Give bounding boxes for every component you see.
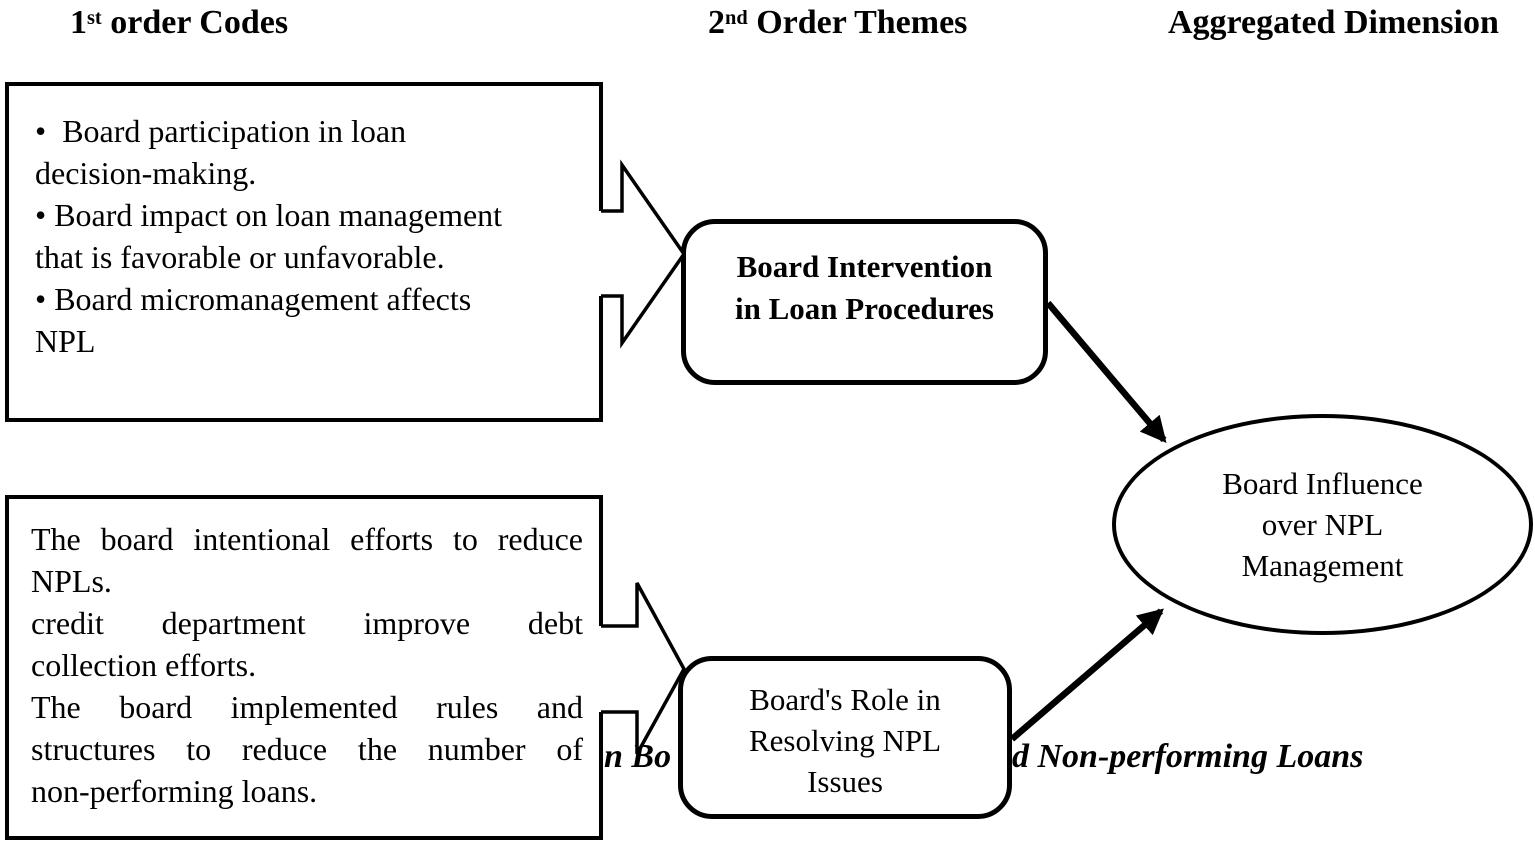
header-second-order-rest: Order Themes [747, 4, 968, 41]
theme-line: Issues [807, 764, 883, 799]
theme-line: Board Intervention [736, 249, 993, 284]
theme-line: Resolving NPL [748, 723, 942, 758]
theme-box-board-intervention: Board Intervention in Loan Procedures [681, 219, 1048, 385]
code-line: NPLs. [31, 563, 112, 599]
ellipse-line: Board Influence [1222, 466, 1423, 501]
code-line: that is favorable or unfavorable. [35, 239, 445, 275]
header-second-order-sup: nd [725, 6, 748, 29]
block-arrow-top-icon [601, 159, 687, 349]
caption-fragment-left: n Bo [604, 738, 672, 775]
header-first-order-sup: st [87, 6, 102, 29]
aggregated-dimension-ellipse: Board Influence over NPL Management [1112, 414, 1533, 635]
code-line: structures to reduce the number of [31, 731, 583, 767]
first-order-codes-box-top: • Board participation in loan decision-ma… [5, 82, 603, 422]
block-arrow-bottom-fill [598, 583, 684, 754]
code-line: credit department improve debt [31, 605, 583, 641]
code-line: non-performing loans. [31, 773, 318, 809]
code-line: decision-making. [35, 155, 257, 191]
block-arrow-bottom-icon [601, 582, 686, 755]
code-line: • Board micromanagement affects [35, 281, 472, 317]
header-aggregated-dimension: Aggregated Dimension [1168, 4, 1499, 41]
block-arrow-top-fill [598, 165, 684, 343]
theme-line: Board's Role in [749, 682, 941, 717]
code-line: The board intentional efforts to reduce [31, 521, 583, 557]
header-first-order-rest: order Codes [101, 4, 289, 41]
arrow-theme1-to-dimension-icon [1045, 300, 1167, 443]
theme-line: in Loan Procedures [735, 291, 994, 326]
arrow-theme2-to-dimension-icon [1009, 608, 1164, 742]
caption-fragment-right: d Non-performing Loans [1012, 738, 1364, 775]
header-second-order-num: 2 [708, 4, 725, 41]
ellipse-line: Management [1241, 548, 1404, 583]
header-first-order-num: 1 [70, 4, 87, 41]
code-line: NPL [35, 323, 96, 359]
theme-box-board-role: Board's Role in Resolving NPL Issues [678, 656, 1012, 819]
code-line: • Board impact on loan management [35, 197, 503, 233]
code-line: • Board participation in loan [35, 113, 407, 149]
header-first-order-codes: 1st order Codes [70, 4, 288, 42]
ellipse-line: over NPL [1261, 507, 1384, 542]
code-line: collection efforts. [31, 647, 257, 683]
code-line: The board implemented rules and [31, 689, 583, 725]
header-second-order-themes: 2nd Order Themes [708, 4, 967, 42]
